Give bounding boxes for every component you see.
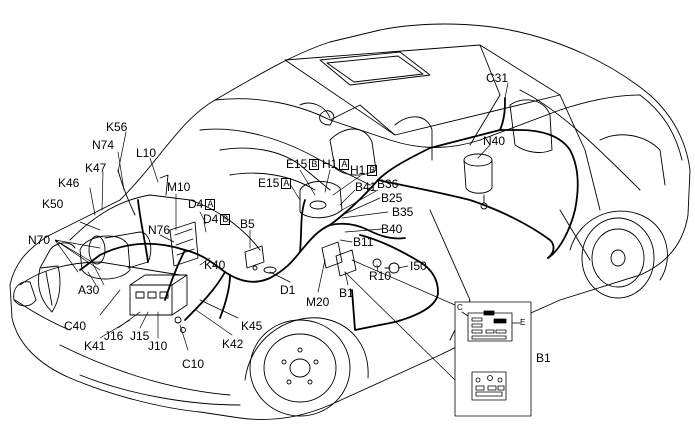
label-j16: J16 (104, 329, 124, 343)
label-b25: B25 (381, 191, 403, 205)
label-c40: C40 (64, 319, 87, 333)
label-a30: A30 (78, 283, 100, 297)
label-i50: I50 (410, 259, 427, 273)
fuse-box (129, 284, 173, 316)
label-k46: K46 (58, 176, 80, 190)
label-d1: D1 (280, 283, 296, 297)
label-k50: K50 (42, 197, 64, 211)
label-k41: K41 (84, 339, 106, 353)
label-b40: B40 (381, 222, 403, 236)
label-n74: N74 (92, 138, 115, 152)
label-k47: K47 (85, 161, 107, 175)
leader-lines (54, 82, 509, 381)
label-k42: K42 (222, 337, 244, 351)
front-wheel (249, 319, 351, 417)
label-l10: L10 (136, 146, 157, 160)
label-b1: B1 (339, 286, 354, 300)
wiring-harness (79, 97, 579, 331)
label-b36: B36 (377, 177, 399, 191)
label-b35: B35 (392, 205, 414, 219)
label-n70: N70 (28, 233, 51, 247)
components (79, 110, 493, 333)
label-k56: K56 (106, 120, 128, 134)
rear-wheel (581, 217, 655, 299)
label-b5: B5 (240, 217, 255, 231)
label-c31: C31 (486, 71, 509, 85)
label-b11: B11 (353, 235, 374, 249)
label-r10: R10 (369, 269, 392, 283)
inset-label-c: C (457, 303, 463, 312)
label-m20: M20 (306, 295, 330, 309)
label-k40: K40 (204, 258, 226, 272)
label-j15: J15 (130, 329, 150, 343)
label-j10: J10 (148, 339, 168, 353)
label-n76: N76 (148, 223, 171, 237)
label-b1-inset: B1 (536, 351, 551, 365)
label-c10: C10 (182, 357, 205, 371)
b1-inset-panel (454, 301, 532, 417)
label-n40: N40 (483, 134, 506, 148)
label-b41: B41 (355, 180, 377, 194)
label-k45: K45 (241, 319, 263, 333)
air-intake (79, 235, 131, 280)
label-m10: M10 (167, 180, 191, 194)
car-body (9, 23, 691, 420)
inset-label-e: E (520, 318, 526, 327)
